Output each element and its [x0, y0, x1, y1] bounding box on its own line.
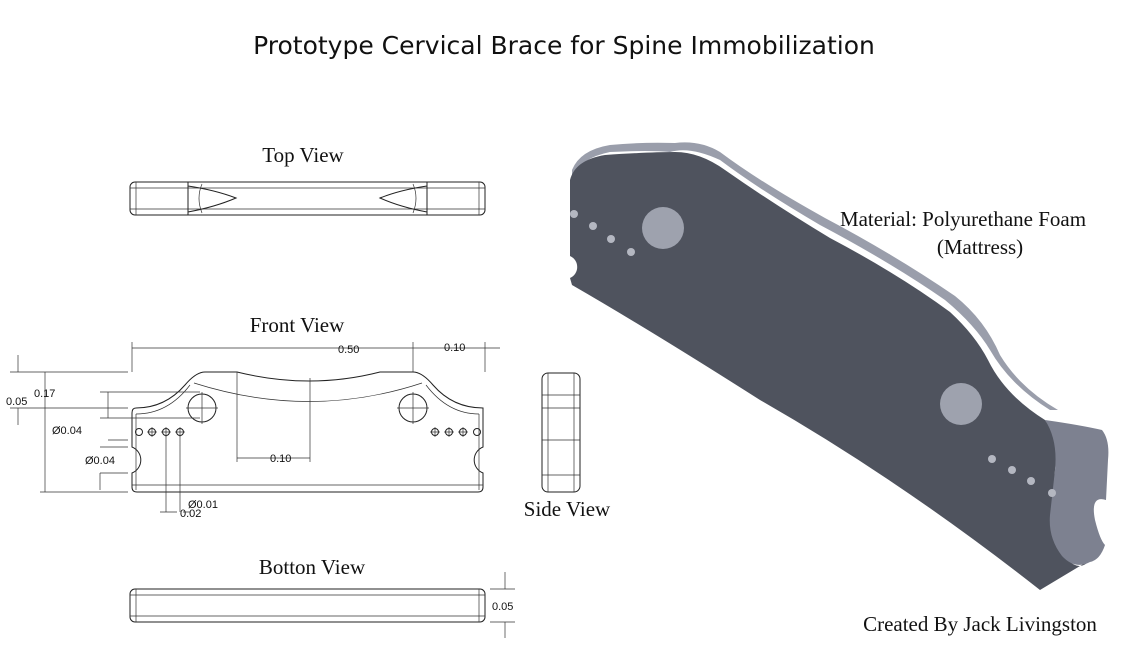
credit-label: Created By Jack Livingston: [863, 612, 1097, 636]
dim-overall-span: 0.50: [338, 344, 359, 356]
top-view: [129, 181, 486, 216]
dim-shoulder: 0.05: [6, 396, 27, 408]
part-3d-render: [570, 142, 1109, 590]
side-view-label: Side View: [524, 497, 611, 521]
bottom-view: 0.05: [129, 572, 515, 638]
top-view-label: Top View: [262, 143, 344, 167]
dim-notch-dia: Ø0.04: [85, 455, 115, 467]
dim-center-offset: 0.10: [270, 453, 291, 465]
dim-hole-dia: Ø0.04: [52, 425, 82, 437]
material-label: Material: Polyurethane Foam: [840, 207, 1086, 231]
page-title: Prototype Cervical Brace for Spine Immob…: [253, 31, 875, 60]
side-view: [541, 372, 581, 493]
dim-bottom-thickness: 0.05: [492, 601, 513, 613]
dim-small-hole-spacing: 0.02: [180, 508, 201, 520]
bottom-view-label: Botton View: [259, 555, 366, 579]
front-view: 0.50 0.10 0.17 0.05 Ø0.04 Ø0.04 0.10 Ø0.…: [6, 342, 500, 520]
material-sublabel: (Mattress): [937, 235, 1023, 259]
dim-small-hole-dia: Ø0.01: [188, 499, 218, 511]
dim-height: 0.17: [34, 388, 55, 400]
dim-end-length: 0.10: [444, 342, 465, 354]
front-view-label: Front View: [250, 313, 345, 337]
